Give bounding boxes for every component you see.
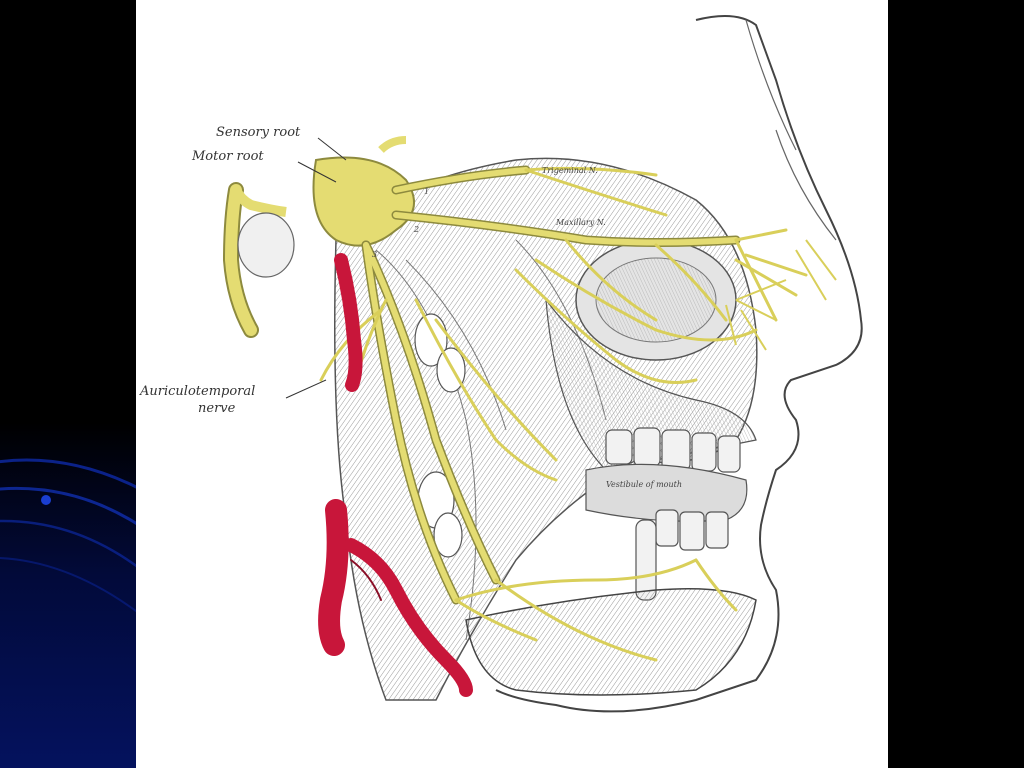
external-carotid-artery (318, 499, 473, 697)
label-branch-1: 1 (424, 187, 430, 196)
label-branch-3: 3 (372, 250, 378, 259)
infraorbital-branches (725, 239, 837, 351)
anatomy-drawing (222, 15, 863, 713)
middle-meningeal-artery (334, 253, 363, 392)
upper-teeth (605, 427, 741, 473)
left-decor-panel (0, 0, 136, 768)
label-maxillary: Maxillary N. (556, 218, 606, 227)
posterior-teeth (414, 313, 466, 558)
trigeminal-nerve-illustration: Sensory root Motor root Auriculotemporal… (136, 0, 888, 768)
mandible (465, 588, 757, 696)
blue-arcs-decoration (0, 458, 136, 613)
vestibule-region (585, 463, 748, 522)
label-motor-root: Motor root (192, 149, 264, 164)
label-leader-lines (285, 137, 347, 399)
ear-structure (237, 212, 295, 278)
face-outline (495, 15, 863, 713)
label-auriculotemporal-nerve: nerve (198, 401, 236, 416)
lower-teeth (635, 509, 729, 601)
label-vestibule: Vestibule of mouth (606, 480, 683, 489)
label-sensory-root: Sensory root (216, 125, 301, 140)
trigeminal-ganglion (312, 156, 415, 247)
blue-dot (41, 495, 51, 505)
label-auriculotemporal: Auriculotemporal (140, 384, 256, 399)
maxilla (545, 297, 757, 471)
label-branch-2: 2 (414, 225, 420, 234)
right-frame (888, 0, 1024, 768)
label-trigeminal: Trigeminal N. (542, 166, 598, 175)
